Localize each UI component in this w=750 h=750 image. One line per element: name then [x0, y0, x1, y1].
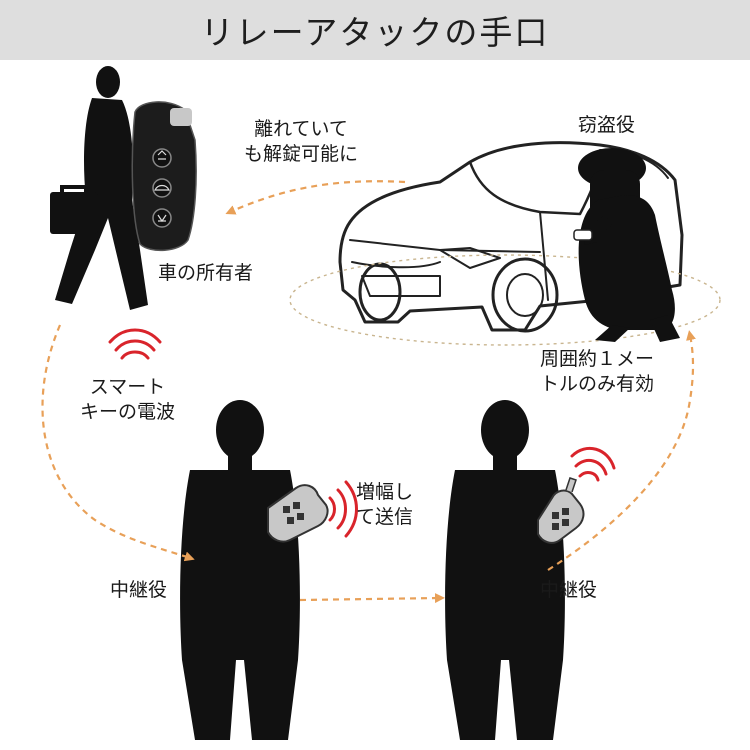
smart-key-icon: [132, 102, 196, 250]
label-amplify-transmit: 増幅し て送信: [356, 480, 413, 530]
label-thief: 窃盗役: [578, 113, 635, 138]
label-owner: 車の所有者: [158, 261, 253, 286]
label-unlock-from-distance: 離れていて も解錠可能に: [244, 117, 358, 167]
signal-waves-icon: [110, 330, 160, 358]
relay-person-right-silhouette: [445, 400, 565, 740]
signal-waves-icon: [572, 448, 614, 480]
thief-silhouette: [578, 148, 680, 342]
signal-waves-icon: [330, 482, 357, 536]
arrow-car-to-owner: [230, 181, 405, 212]
label-relay-right: 中継役: [540, 578, 597, 603]
label-range: 周囲約１メー トルのみ有効: [540, 347, 654, 397]
relay-person-left-silhouette: [180, 400, 300, 740]
label-relay-left: 中継役: [110, 578, 167, 603]
label-smart-key-signal: スマート キーの電波: [80, 375, 175, 425]
arrow-relay-to-relay: [300, 598, 440, 600]
thief-device-icon: [574, 230, 592, 240]
arrow-owner-to-relay: [42, 325, 190, 558]
